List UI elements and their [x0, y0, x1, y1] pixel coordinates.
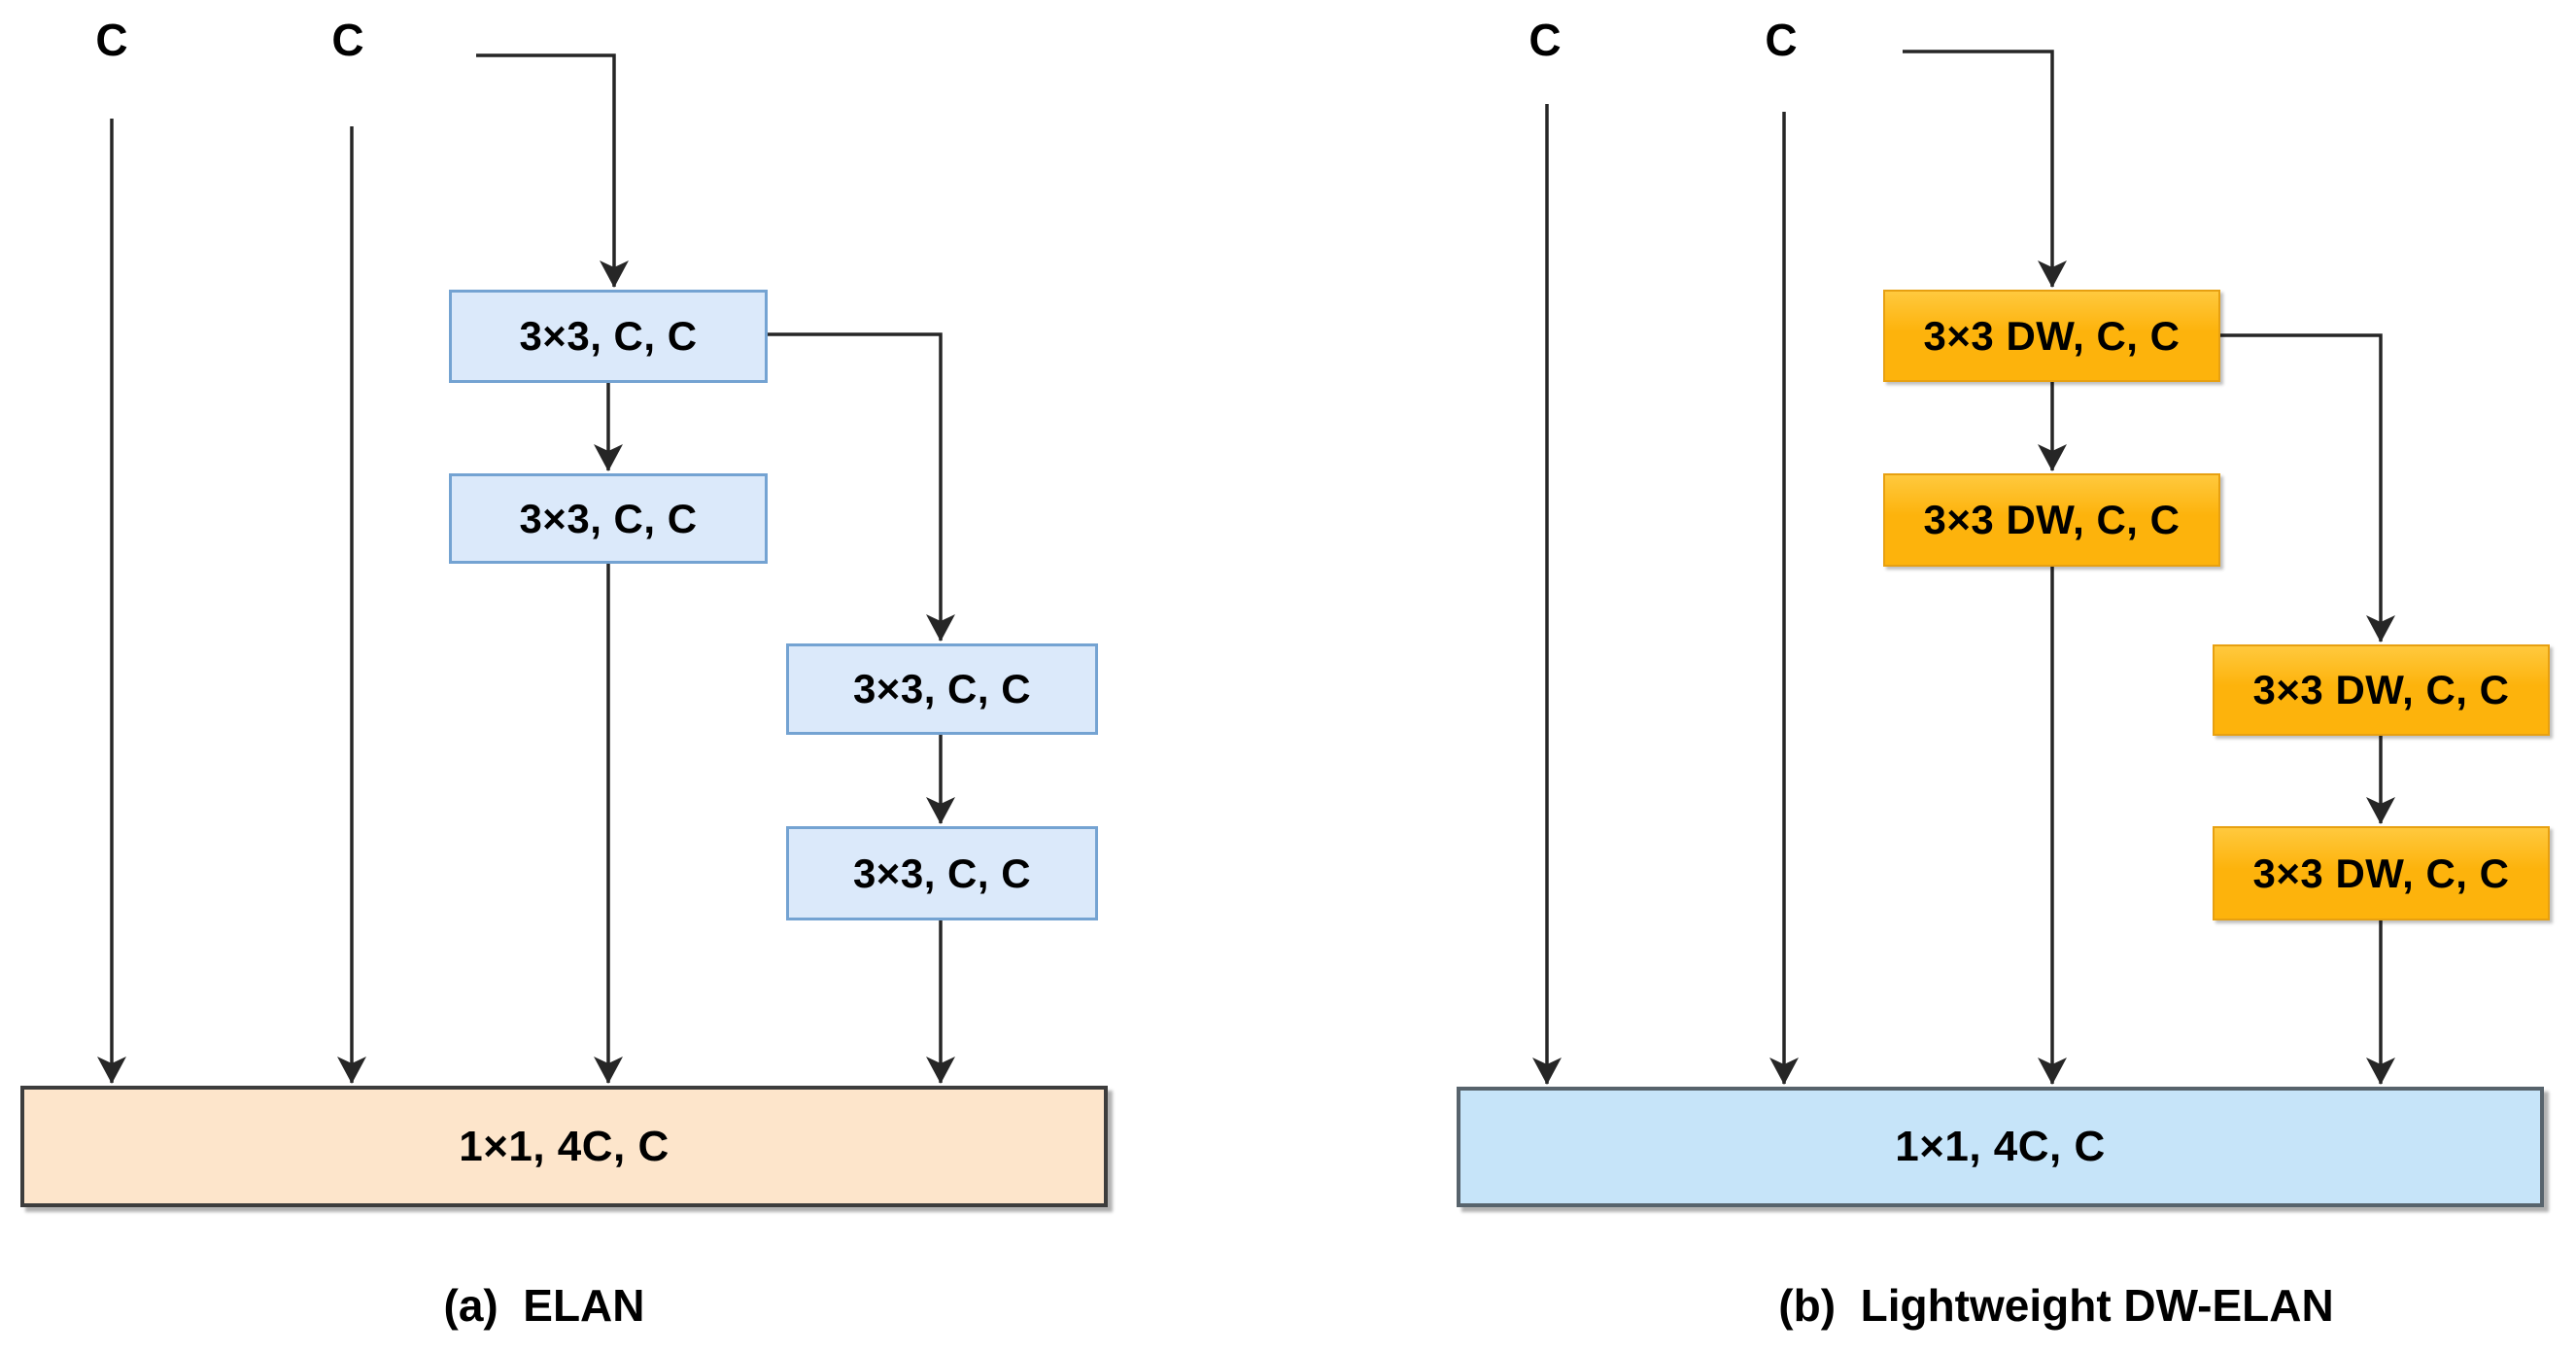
input-channel-label-a1: C — [95, 15, 128, 65]
caption-b: (b) Lightweight DW-ELAN — [1778, 1280, 2334, 1331]
output-box-a: 1×1, 4C, C — [20, 1086, 1108, 1207]
input-channel-label-b2: C — [1765, 15, 1798, 65]
wire-b-branch-to-conv3 — [2220, 333, 2395, 642]
wire-a-input-elbow — [476, 53, 629, 288]
wire-a-branch-to-conv3 — [768, 332, 955, 642]
wire-b-input-elbow — [1903, 50, 2067, 288]
conv-box-a2: 3×3, C, C — [449, 473, 768, 564]
caption-a: (a) ELAN — [443, 1280, 645, 1331]
conv-box-b1: 3×3 DW, C, C — [1883, 290, 2220, 382]
input-channel-label-b1: C — [1528, 15, 1562, 65]
input-channel-label-a2: C — [331, 15, 364, 65]
conv-box-a4: 3×3, C, C — [786, 826, 1098, 920]
conv-box-b2: 3×3 DW, C, C — [1883, 473, 2220, 567]
conv-box-a1: 3×3, C, C — [449, 290, 768, 383]
conv-box-b4: 3×3 DW, C, C — [2213, 826, 2550, 920]
conv-box-a3: 3×3, C, C — [786, 643, 1098, 735]
conv-box-b3: 3×3 DW, C, C — [2213, 644, 2550, 736]
output-box-b: 1×1, 4C, C — [1457, 1087, 2544, 1207]
